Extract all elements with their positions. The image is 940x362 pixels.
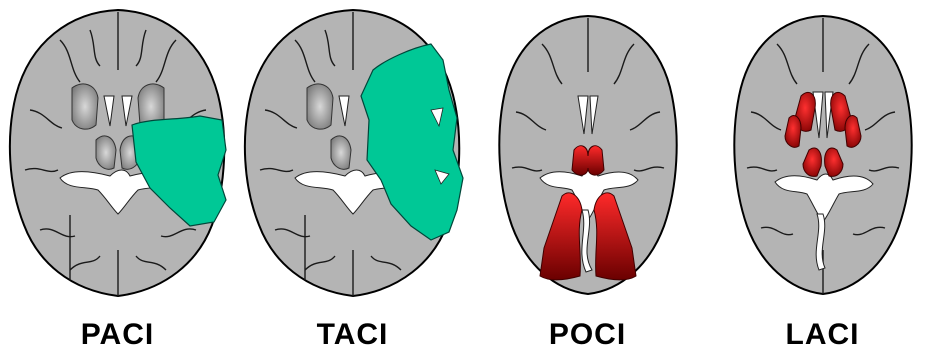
brain-laci xyxy=(705,0,940,310)
label-laci: LACI xyxy=(705,318,940,352)
panel-poci: POCI xyxy=(470,0,705,362)
brain-paci xyxy=(0,0,235,310)
label-taci: TACI xyxy=(235,318,470,352)
brain-poci xyxy=(470,0,705,310)
label-poci: POCI xyxy=(470,318,705,352)
panel-laci: LACI xyxy=(705,0,940,362)
label-paci: PACI xyxy=(0,318,235,352)
brain-taci xyxy=(235,0,470,310)
panel-paci: PACI xyxy=(0,0,235,362)
panel-taci: TACI xyxy=(235,0,470,362)
